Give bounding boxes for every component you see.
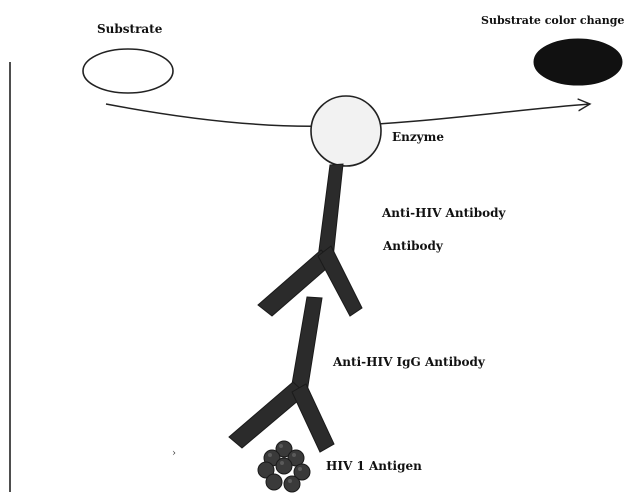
stray-mark: › [172,448,176,459]
substrate-color-change-oval [534,39,622,85]
antibody-label: Antibody [382,239,444,253]
substrate-label: Substrate [97,22,163,36]
enzyme-circle [311,96,381,166]
hiv-1-antigen-label: HIV 1 Antigen [326,459,422,473]
anti-hiv-antibody-label: Anti-HIV Antibody [381,206,506,220]
anti-hiv-igg-antibody-shape [229,297,334,452]
substrate-oval [83,49,173,93]
anti-hiv-igg-antibody-label: Anti-HIV IgG Antibody [332,355,486,369]
hiv-antigen-cluster [258,441,310,492]
substrate-color-change-label: Substrate color change [481,14,624,27]
anti-hiv-antibody-shape [258,164,362,316]
enzyme-label: Enzyme [392,130,444,144]
